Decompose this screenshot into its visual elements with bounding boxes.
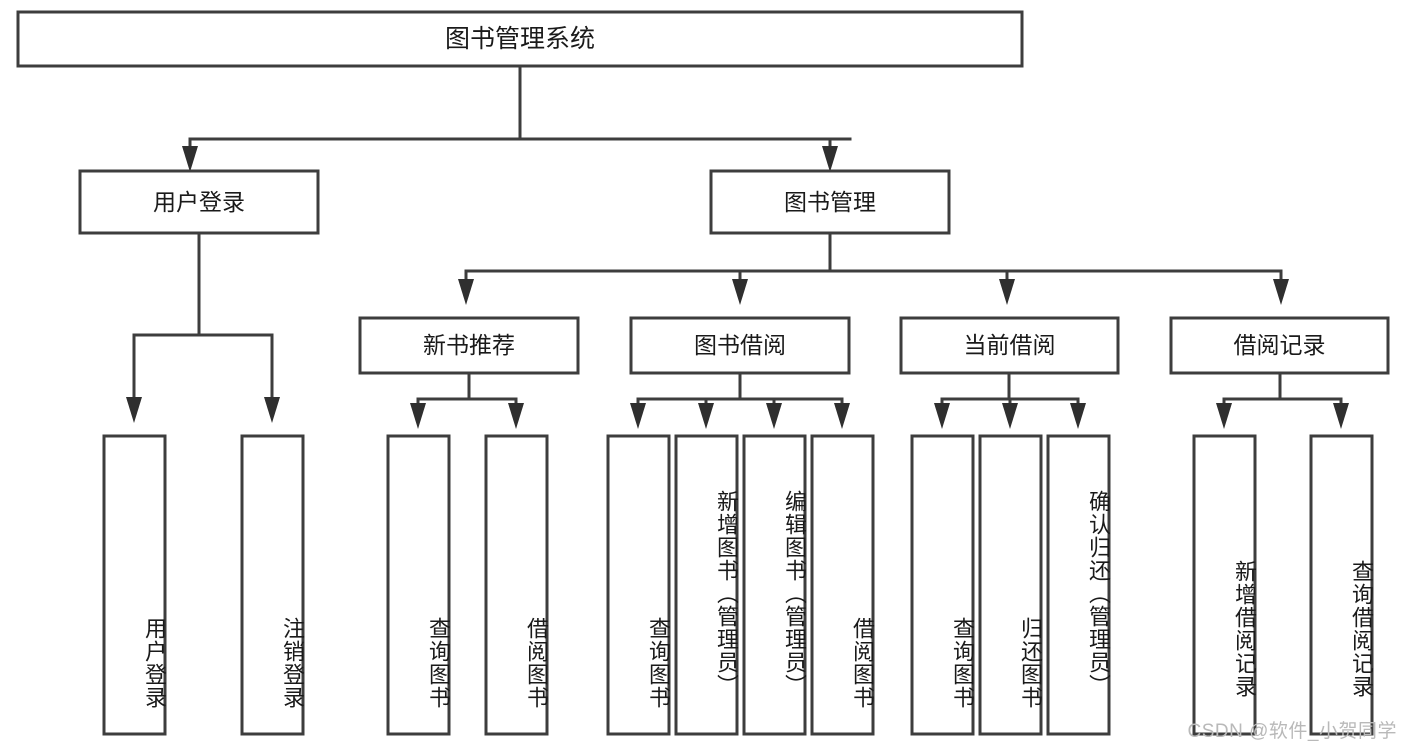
leaf-confirm-return[interactable] bbox=[1046, 434, 1111, 736]
node-borrow-record[interactable] bbox=[1169, 316, 1390, 375]
leaf-borrow-book-2[interactable] bbox=[810, 434, 875, 736]
leaf-user-login[interactable] bbox=[102, 434, 167, 736]
leaf-logout[interactable] bbox=[240, 434, 305, 736]
node-book-borrow[interactable] bbox=[629, 316, 851, 375]
connector-newbook-to-leaves bbox=[410, 371, 524, 429]
leaf-return-book[interactable] bbox=[978, 434, 1043, 736]
leaf-query-book-1[interactable] bbox=[386, 434, 451, 736]
leaf-query-book-3[interactable] bbox=[910, 434, 975, 736]
leaf-query-record[interactable] bbox=[1309, 434, 1374, 736]
leaf-add-record[interactable] bbox=[1192, 434, 1257, 736]
leaf-borrow-book-1[interactable] bbox=[484, 434, 549, 736]
node-current-borrow[interactable] bbox=[899, 316, 1120, 375]
node-root[interactable] bbox=[16, 10, 1024, 68]
leaf-query-book-2[interactable] bbox=[606, 434, 671, 736]
connector-userlogin-to-leaves bbox=[126, 231, 280, 423]
connector-currentborrow-to-leaves bbox=[934, 371, 1086, 429]
connector-root-to-level1 bbox=[182, 64, 852, 172]
leaf-add-book[interactable] bbox=[674, 434, 739, 736]
node-user-login[interactable] bbox=[78, 169, 320, 235]
node-new-book-recommend[interactable] bbox=[358, 316, 580, 375]
connector-bookborrow-to-leaves bbox=[630, 371, 850, 429]
leaf-edit-book[interactable] bbox=[742, 434, 807, 736]
connector-bookmanage-to-level2 bbox=[458, 231, 1289, 305]
node-book-manage[interactable] bbox=[709, 169, 951, 235]
connector-borrowrecord-to-leaves bbox=[1216, 371, 1349, 429]
